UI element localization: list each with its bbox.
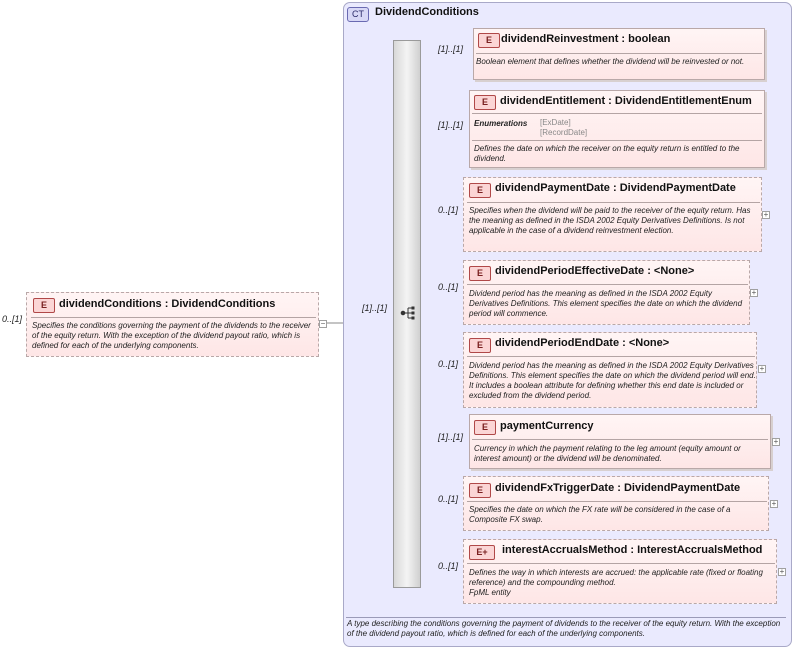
element-name: paymentCurrency	[500, 420, 594, 432]
element-name: dividendFxTriggerDate : DividendPaymentD…	[495, 482, 741, 494]
element-box-interest-accruals-method[interactable]: E+ interestAccrualsMethod : InterestAccr…	[463, 539, 777, 604]
element-multiplicity: [1]..[1]	[438, 120, 464, 130]
divider	[346, 617, 786, 618]
element-box-dividend-entitlement[interactable]: E dividendEntitlement : DividendEntitlem…	[469, 90, 765, 168]
expand-icon[interactable]: +	[762, 210, 770, 219]
element-box-dividend-payment-date[interactable]: E dividendPaymentDate : DividendPaymentD…	[463, 177, 762, 252]
divider	[472, 113, 762, 114]
divider	[476, 53, 762, 54]
root-element-name: dividendConditions : DividendConditions	[59, 298, 276, 310]
complex-type-description: A type describing the conditions governi…	[347, 619, 781, 638]
element-description: Defines the way in which interests are a…	[469, 568, 763, 597]
divider	[467, 563, 775, 564]
divider	[31, 317, 316, 318]
divider	[467, 284, 748, 285]
element-description: Dividend period has the meaning as defin…	[469, 361, 756, 400]
element-badge: E	[33, 298, 55, 313]
element-description: Boolean element that defines whether the…	[476, 57, 745, 66]
divider	[467, 356, 755, 357]
element-name: dividendPaymentDate : DividendPaymentDat…	[495, 182, 736, 194]
element-name: dividendEntitlement : DividendEntitlemen…	[500, 95, 752, 107]
element-box-dividend-reinvestment[interactable]: E dividendReinvestment : boolean Boolean…	[473, 28, 765, 80]
element-multiplicity: [1]..[1]	[438, 432, 464, 442]
element-box-dividend-period-end-date[interactable]: E dividendPeriodEndDate : <None> Dividen…	[463, 332, 757, 408]
root-element-description: Specifies the conditions governing the p…	[32, 321, 311, 350]
element-badge: E	[469, 338, 491, 353]
element-badge: E	[474, 95, 496, 110]
element-box-dividend-fx-trigger-date[interactable]: E dividendFxTriggerDate : DividendPaymen…	[463, 476, 769, 531]
enum-value: [RecordDate]	[540, 128, 588, 137]
element-badge: E+	[469, 545, 495, 560]
element-description: Specifies when the dividend will be paid…	[469, 206, 751, 235]
element-description: Defines the date on which the receiver o…	[474, 144, 740, 163]
element-multiplicity: 0..[1]	[438, 282, 459, 292]
element-badge: E	[469, 266, 491, 281]
element-badge: E	[474, 420, 496, 435]
expand-icon[interactable]: +	[778, 567, 786, 576]
element-name: interestAccrualsMethod : InterestAccrual…	[502, 544, 763, 556]
element-name: dividendPeriodEffectiveDate : <None>	[495, 265, 695, 277]
root-multiplicity: 0..[1]	[2, 314, 23, 324]
root-element-box[interactable]: E dividendConditions : DividendCondition…	[26, 292, 319, 357]
element-badge: E	[469, 183, 491, 198]
element-name: dividendReinvestment : boolean	[501, 33, 671, 45]
element-multiplicity: [1]..[1]	[438, 44, 464, 54]
sequence-icon	[400, 306, 415, 320]
complex-type-badge: CT	[347, 7, 369, 22]
enum-value: [ExDate]	[540, 118, 571, 127]
element-badge: E	[469, 483, 491, 498]
element-multiplicity: 0..[1]	[438, 494, 459, 504]
sequence-multiplicity: [1]..[1]	[362, 303, 388, 313]
element-description: Dividend period has the meaning as defin…	[469, 289, 743, 318]
element-badge: E	[478, 33, 500, 48]
complex-type-title: DividendConditions	[375, 6, 479, 18]
divider	[467, 501, 767, 502]
element-multiplicity: 0..[1]	[438, 205, 459, 215]
expand-icon[interactable]: +	[750, 288, 758, 297]
element-description: Specifies the date on which the FX rate …	[469, 505, 731, 524]
divider	[472, 140, 762, 141]
sequence-compositor[interactable]	[393, 40, 421, 588]
element-multiplicity: 0..[1]	[438, 359, 459, 369]
element-multiplicity: 0..[1]	[438, 561, 459, 571]
element-description: Currency in which the payment relating t…	[474, 444, 741, 463]
collapse-icon[interactable]: −	[319, 319, 327, 328]
divider	[472, 439, 768, 440]
element-box-payment-currency[interactable]: E paymentCurrency Currency in which the …	[469, 414, 771, 469]
element-name: dividendPeriodEndDate : <None>	[495, 337, 670, 349]
expand-icon[interactable]: +	[772, 437, 780, 446]
enumerations-label: Enumerations	[474, 119, 528, 128]
expand-icon[interactable]: +	[770, 499, 778, 508]
divider	[467, 202, 760, 203]
expand-icon[interactable]: +	[758, 364, 766, 373]
element-box-dividend-period-effective-date[interactable]: E dividendPeriodEffectiveDate : <None> D…	[463, 260, 750, 325]
